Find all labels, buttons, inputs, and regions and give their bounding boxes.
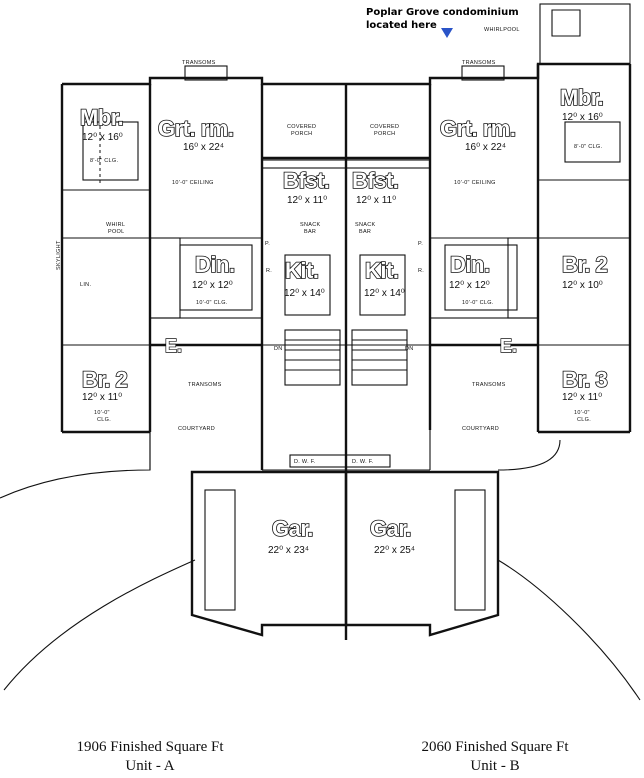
clg-br3-b-2: CLG. [577,417,591,423]
dn-a: DN [274,346,283,352]
snack-b: SNACK [355,222,375,228]
stairs-unit-a [284,329,341,386]
kit-b-label: Kit. [365,258,398,283]
courtyard-b: COURTYARD [462,426,499,432]
clg-din-b: 10'-0" CLG. [462,300,494,306]
din-a-dim: 12⁰ x 12⁰ [192,280,233,291]
bar-a: BAR [304,229,316,235]
bfst-a-label: Bfst. [283,168,329,193]
driveway-curve-left [0,430,151,499]
bar-b: BAR [359,229,371,235]
din-a-label: Din. [195,252,235,277]
refrig-a: R. [266,268,272,274]
clg-br2-a-1: 10'-0" [94,410,110,416]
br2-b-label: Br. 2 [562,252,607,277]
gar-b-label: Gar. [370,516,411,541]
ceiling-grt-a: 10'-0" CEILING [172,180,214,186]
stairs-unit-b [351,329,408,386]
entry-a-label: E. [165,336,182,356]
courtyard-a: COURTYARD [178,426,215,432]
br3-b-dim: 12⁰ x 11⁰ [562,392,602,403]
location-annotation-line-2: located here [366,20,437,31]
unit-b-caption: 2060 Finished Square Ft Unit - B [370,738,620,776]
unit-a-area: 1906 Finished Square Ft [76,739,224,755]
whirl-a: WHIRL [106,222,125,228]
ceiling-grt-b: 10'-0" CEILING [454,180,496,186]
skylight-a: SKYLIGHT [56,240,62,270]
covered-a: COVERED [287,124,316,130]
pantry-b: P. [418,241,423,247]
location-annotation-line-1: Poplar Grove condominium [366,7,519,18]
br2-b-dim: 12⁰ x 10⁰ [562,280,603,291]
kit-b-dim: 12⁰ x 14⁰ [364,288,405,299]
fireplace-unit-b [461,65,505,81]
bfst-a-dim: 12⁰ x 11⁰ [287,195,327,206]
transoms-a-bottom: TRANSOMS [188,382,222,388]
clg-br2-a-2: CLG. [97,417,111,423]
dwf-a: D. W. F. [294,459,316,465]
bfst-b-dim: 12⁰ x 11⁰ [356,195,396,206]
refrig-b: R. [418,268,424,274]
br2-a-label: Br. 2 [82,367,127,392]
lin-a: LIN. [80,282,91,288]
din-b-dim: 12⁰ x 12⁰ [449,280,490,291]
driveway-curve-right [497,439,561,471]
entry-b-label: E. [500,336,517,356]
unit-a-caption: 1906 Finished Square Ft Unit - A [25,738,275,776]
dn-b: DN [405,346,414,352]
bfst-b-label: Bfst. [352,168,398,193]
driveway-curve-right-lower [497,559,641,701]
location-annotation: Poplar Grove condominium located here [366,6,519,32]
din-b-label: Din. [450,252,490,277]
mbr-b-label: Mbr. [560,85,603,110]
mbr-b-dim: 12⁰ x 16⁰ [562,112,603,123]
gar-a-dim: 22⁰ x 23⁴ [268,545,309,556]
mbr-a-label: Mbr. [80,105,123,130]
transoms-b-top: TRANSOMS [462,60,496,66]
clg-din-a: 10'-0" CLG. [196,300,228,306]
br3-b-label: Br. 3 [562,367,607,392]
gar-a-label: Gar. [272,516,313,541]
whirlpool-b: WHIRLPOOL [484,27,520,33]
covered-b: COVERED [370,124,399,130]
fireplace-unit-a [184,65,228,81]
kit-a-dim: 12⁰ x 14⁰ [284,288,325,299]
unit-b-tile-areas [345,159,539,346]
grt-b-dim: 16⁰ x 22⁴ [465,142,506,153]
location-arrow-icon [441,28,453,38]
garage-unit-b [346,470,500,637]
closet-mbr-a: 8'-0" CLG. [90,158,118,164]
unit-a-name: Unit - A [125,758,175,774]
pantry-a: P. [265,241,270,247]
snack-a: SNACK [300,222,320,228]
transoms-a-top: TRANSOMS [182,60,216,66]
porch-a: PORCH [291,131,312,137]
dwf-b: D. W. F. [352,459,374,465]
mbr-a-dim: 12⁰ x 16⁰ [82,132,123,143]
grt-b-label: Grt. rm. [440,116,515,141]
courtyard-walls [149,430,431,471]
driveway-curve-left-lower [3,559,196,691]
transoms-b-bottom: TRANSOMS [472,382,506,388]
br2-a-dim: 12⁰ x 11⁰ [82,392,122,403]
kit-a-label: Kit. [285,258,318,283]
grt-a-label: Grt. rm. [158,116,233,141]
porch-b: PORCH [374,131,395,137]
clg-br3-b-1: 10'-0" [574,410,590,416]
grt-a-dim: 16⁰ x 22⁴ [183,142,224,153]
gar-b-dim: 22⁰ x 25⁴ [374,545,415,556]
pool-a: POOL [108,229,124,235]
closet-mbr-b: 8'-0" CLG. [574,144,602,150]
unit-b-name: Unit - B [470,758,520,774]
unit-b-area: 2060 Finished Square Ft [421,739,569,755]
